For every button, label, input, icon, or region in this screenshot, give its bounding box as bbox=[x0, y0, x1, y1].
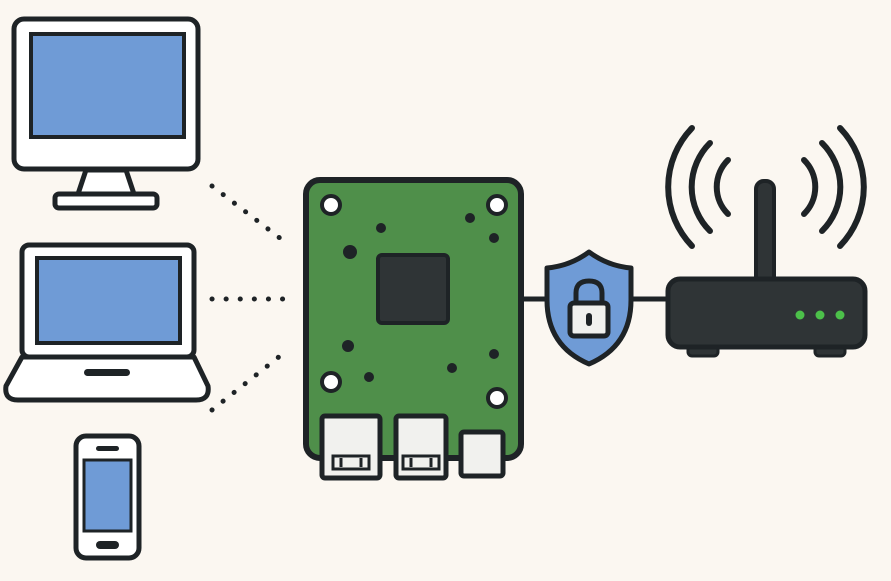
lock-keyhole bbox=[586, 313, 592, 326]
router-antenna bbox=[754, 179, 776, 287]
ethernet-port bbox=[458, 429, 506, 479]
desktop-monitor-icon bbox=[11, 16, 201, 211]
wifi-router-icon bbox=[665, 125, 868, 358]
router-status-led bbox=[815, 310, 825, 320]
router-body bbox=[665, 276, 868, 350]
processor-chip bbox=[376, 253, 450, 325]
router-status-led bbox=[835, 310, 845, 320]
desktop-connection-line bbox=[209, 183, 288, 245]
router-status-led bbox=[795, 310, 805, 320]
phone-connection-line bbox=[209, 349, 288, 413]
laptop-icon bbox=[3, 242, 211, 403]
wifi-signal-waves bbox=[665, 125, 867, 249]
board-components bbox=[342, 213, 499, 382]
lock-shackle bbox=[573, 278, 605, 305]
router-leds bbox=[795, 310, 845, 320]
mounting-holes bbox=[320, 194, 508, 409]
usb-port-1 bbox=[319, 413, 383, 481]
client-connections bbox=[209, 183, 288, 413]
shield-lock-icon bbox=[544, 249, 634, 367]
usb-port-2 bbox=[393, 413, 449, 481]
single-board-computer-icon bbox=[303, 177, 524, 481]
smartphone-icon bbox=[73, 433, 142, 561]
